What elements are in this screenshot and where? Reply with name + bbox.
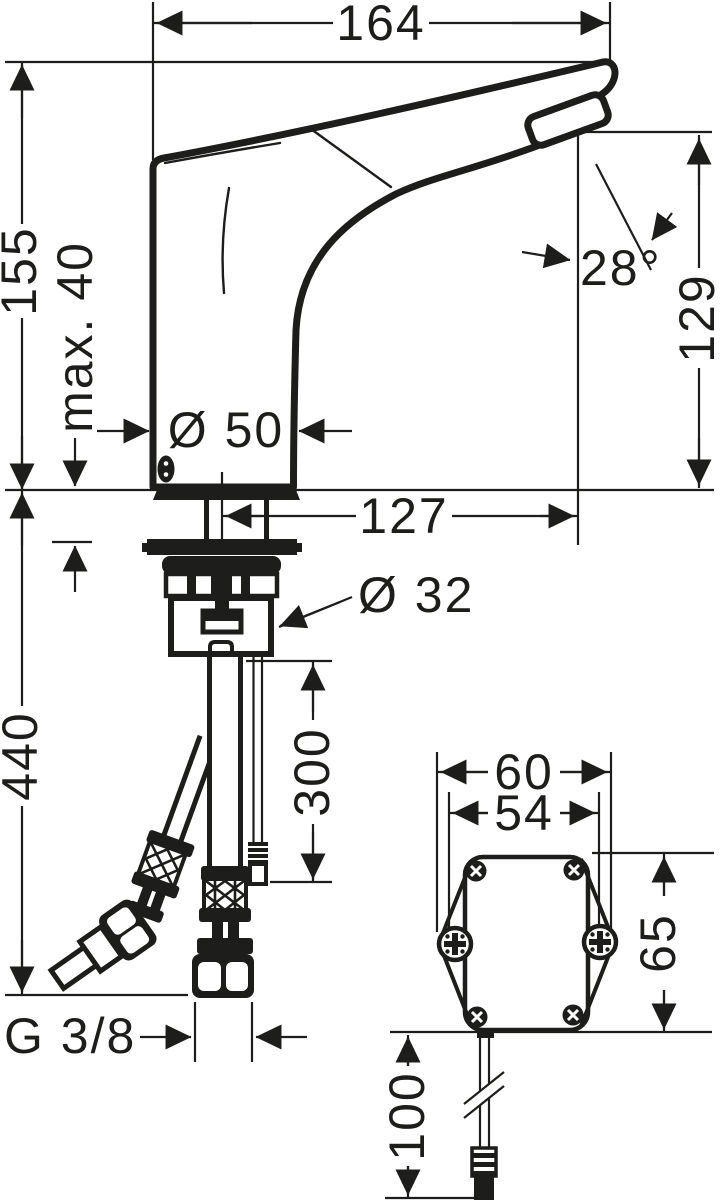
sensor-cable: [248, 652, 268, 886]
dim-label-max-deck: max. 40: [47, 241, 103, 433]
dim-label-outlet-height: 129: [669, 273, 722, 362]
faucet-side-view: [149, 58, 619, 491]
power-cable: [463, 1028, 505, 1200]
side-screw-icon: [436, 923, 619, 963]
dim-label-spout-angle: 28°: [580, 240, 662, 296]
mounting-hardware: [142, 472, 302, 657]
clamp-flange: [147, 539, 297, 555]
dim-max-deck-thickness: max. 40: [47, 241, 103, 592]
dim-label-base-diameter: Ø 50: [168, 402, 284, 458]
supply-hose-angled: [47, 733, 220, 992]
dim-label-body-height: 155: [0, 226, 47, 315]
sensor-window: [157, 455, 175, 483]
spout-crease-diagonal: [309, 127, 393, 189]
dim-spout-reach: 127: [222, 130, 712, 545]
dim-shank-diameter: Ø 32: [278, 567, 474, 629]
dim-label-spout-width: 164: [336, 0, 425, 51]
dim-label-thread-size: G 3/8: [4, 1008, 136, 1064]
dim-body-height: 155: [0, 62, 47, 490]
dim-label-box-cable-length: 100: [379, 1071, 435, 1160]
cable-connector: [248, 842, 268, 886]
power-cable-connector: [470, 1146, 498, 1200]
body-highlight: [221, 186, 231, 295]
dim-spout-width: 164: [153, 0, 610, 51]
dim-label-spout-reach: 127: [359, 488, 448, 544]
dim-box-cable-length: 100: [379, 1035, 492, 1200]
dim-box-height: 65: [390, 851, 714, 1034]
supply-hose-vertical: [192, 648, 254, 998]
base-skirt: [153, 485, 300, 500]
hose-nut-g38: [192, 954, 254, 998]
dim-label-box-height: 65: [630, 913, 686, 973]
dim-outlet-height: 129: [669, 135, 722, 488]
corner-screw-icon: [465, 859, 585, 1028]
faucet-body-outline: [149, 58, 619, 491]
dim-label-cable-length: 300: [284, 727, 340, 816]
control-box-view: [436, 854, 619, 1200]
spout-crease-top: [163, 141, 282, 165]
control-box-outline: [462, 854, 591, 1033]
aerator: [524, 91, 612, 149]
dim-hose-length: 440: [0, 490, 188, 997]
mounting-nut-cap: [162, 556, 281, 574]
angled-hose-end-fitting: [47, 899, 157, 992]
dim-label-shank-diameter: Ø 32: [358, 567, 474, 623]
dim-box-screw-spacing: 54: [447, 785, 601, 930]
dim-label-box-width: 60: [494, 744, 554, 800]
dim-label-hose-length: 440: [0, 711, 48, 800]
dim-box-width: 60: [435, 744, 613, 932]
dim-cable-length: 300: [246, 659, 340, 884]
dim-label-box-screw-spacing: 54: [494, 785, 554, 841]
reference-lines: [5, 2, 714, 492]
dim-spout-angle: 28°: [521, 163, 678, 296]
dim-thread-size: G 3/8: [4, 1002, 307, 1064]
dim-base-diameter: Ø 50: [97, 402, 352, 458]
